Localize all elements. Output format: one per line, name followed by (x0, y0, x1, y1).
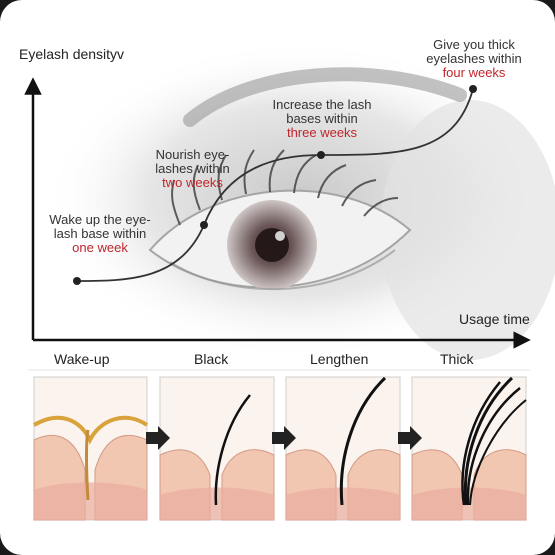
y-axis-label: Eyelash densityv (19, 46, 125, 62)
stage-panels (33, 376, 527, 521)
stage-label-lengthen: Lengthen (310, 351, 369, 367)
stage-panel-lengthen (285, 376, 401, 521)
stage-label-black: Black (194, 351, 229, 367)
right-arrow-icon (272, 426, 296, 450)
x-axis-label: Usage time (459, 311, 530, 327)
milestone-point-4 (469, 85, 477, 93)
milestone-point-1 (73, 277, 81, 285)
right-arrow-icon (398, 426, 422, 450)
milestone-label-2: Nourish eye- lashes within two weeks (155, 147, 230, 190)
right-arrow-icon (146, 426, 170, 450)
stage-label-wake-up: Wake-up (54, 351, 110, 367)
eye-illustration (45, 40, 555, 360)
milestone-point-2 (200, 221, 208, 229)
milestone-label-1: Wake up the eye- lash base within one we… (49, 212, 151, 255)
stage-panel-thick (411, 376, 527, 521)
stage-panel-wake-up (33, 376, 149, 521)
stage-label-thick: Thick (440, 351, 474, 367)
milestone-point-3 (317, 151, 325, 159)
milestone-label-3: Increase the lash bases within three wee… (272, 97, 372, 140)
growth-curve (76, 88, 474, 282)
stage-panel-black (159, 376, 275, 521)
milestone-label-4: Give you thick eyelashes within four wee… (426, 37, 522, 80)
